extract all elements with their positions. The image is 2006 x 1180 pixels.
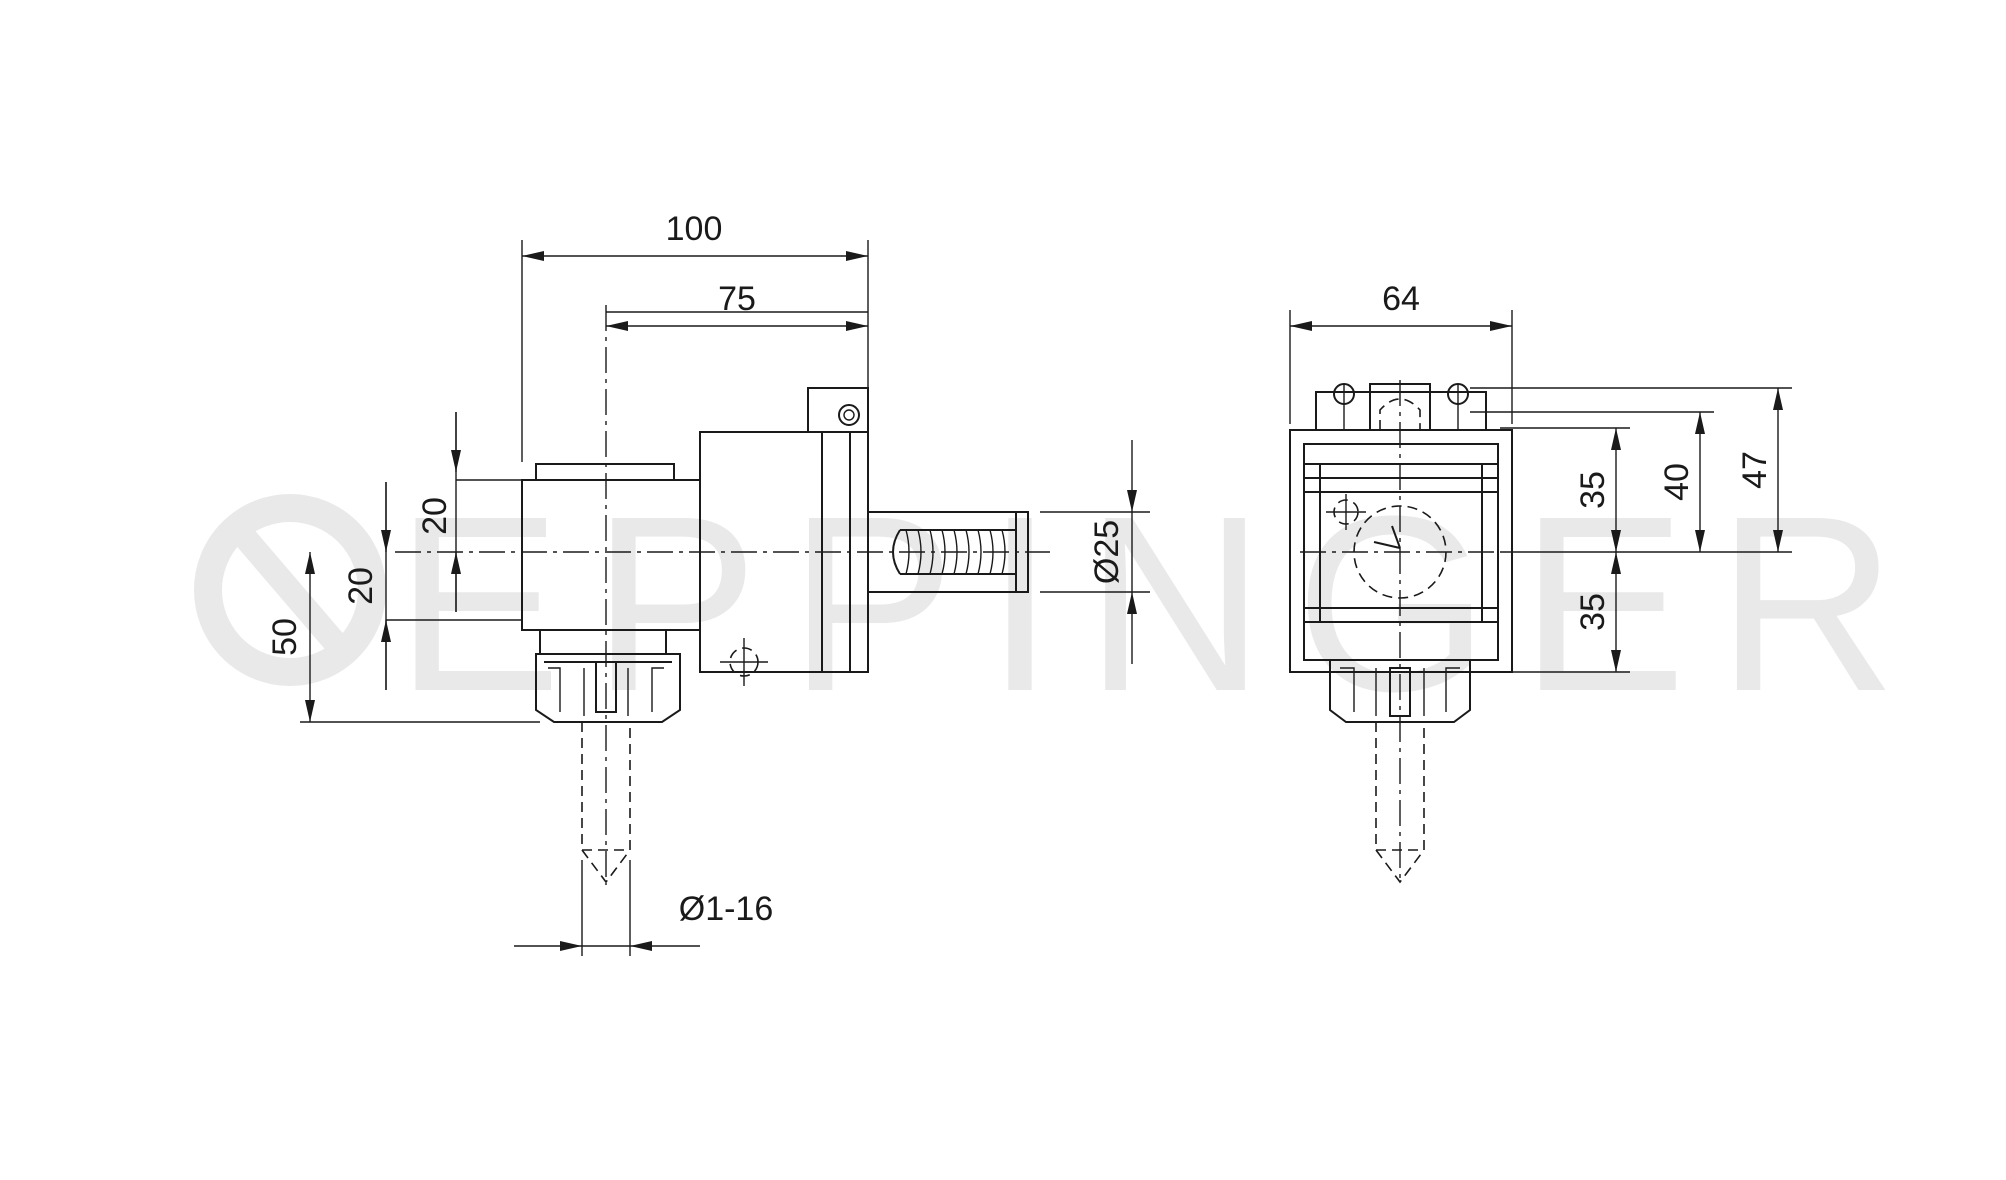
dim-40: 40 xyxy=(1658,463,1696,501)
dim-47: 47 xyxy=(1736,451,1774,489)
dim-collet: Ø1-16 xyxy=(679,890,774,928)
right-dimensions: 64 35 35 40 47 xyxy=(1289,280,1792,673)
left-dimensions: 100 75 20 20 50 Ø25 Ø1-16 xyxy=(266,210,1150,956)
dim-64: 64 xyxy=(1382,280,1420,318)
dim-35-bottom: 35 xyxy=(1574,593,1612,631)
dim-35-top: 35 xyxy=(1574,471,1612,509)
dim-75: 75 xyxy=(718,280,756,318)
dim-100: 100 xyxy=(666,210,723,248)
dim-d25: Ø25 xyxy=(1088,520,1126,584)
watermark-text: EPPINGER xyxy=(395,464,1927,743)
dim-20-bottom: 20 xyxy=(342,567,380,605)
watermark-logo-icon xyxy=(194,494,386,686)
side-view xyxy=(395,305,1050,885)
front-view xyxy=(1289,380,1513,884)
dim-50: 50 xyxy=(266,618,304,656)
dim-20-top: 20 xyxy=(416,497,454,535)
